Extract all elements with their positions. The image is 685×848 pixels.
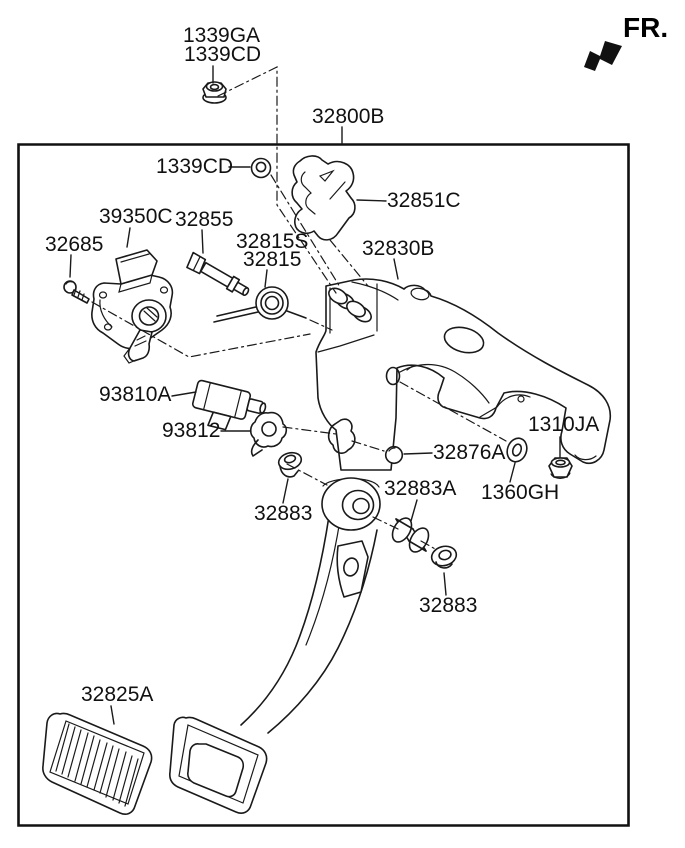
pivot-bushing-right [429,544,458,569]
part-label-32855: 32855 [175,208,234,231]
pivot-nut-1339cd [252,159,271,178]
part-label-93812: 93812 [162,419,221,442]
construction-lines [92,67,506,550]
hex-nut-1310 [549,458,572,478]
pedal-sensor-shape [92,250,173,363]
switch-grommet-shape [251,413,287,456]
return-spring-shape [214,287,306,322]
arm-tab [337,541,368,597]
diagram-frame [19,145,629,826]
part-label-1310JA: 1310JA [528,413,600,436]
part-label-1339CD: 1339CD [184,43,262,66]
spring-washer [504,435,530,464]
part-label-32830B: 32830B [362,237,435,260]
bracket-bolt-hole [387,368,400,385]
part-label-32685: 32685 [45,233,104,256]
flange-nut-1339 [203,82,226,103]
pivot-collar [389,515,433,556]
stopper-bracket-shape [292,156,355,240]
pedal-bracket-shape [316,279,610,470]
pedal-pad-ribs [56,724,138,806]
bracket-oval-cutout [442,323,487,357]
part-label-32883: 32883 [254,502,313,525]
part-label-1360GH: 1360GH [481,481,560,504]
fr-direction-label: FR. [623,12,669,43]
stop-lamp-switch-shape [189,380,269,438]
part-label-32851C: 32851C [387,189,461,212]
pedal-arm-shape [241,478,380,733]
stopper-pin-shape [185,253,251,300]
part-label-32815: 32815 [243,248,302,271]
pedal-pad-shape [43,713,152,814]
part-label-93810A: 93810A [99,383,172,406]
pivot-ball [386,447,403,464]
part-label-32800B: 32800B [312,105,385,128]
arm-tab-hole [342,556,360,577]
part-label-39350C: 39350C [99,205,173,228]
part-label-32883A: 32883A [384,477,457,500]
part-label-1339GA: 1339GA [183,24,261,47]
fr-arrow-icon [584,41,622,71]
part-label-1339CD-2: 1339CD [156,155,234,178]
leader-lines [70,66,560,724]
bracket-lobe-cutout [329,419,355,453]
part-label-32876A: 32876A [433,441,506,464]
part-label-32883-2: 32883 [419,594,478,617]
pivot-bushing-left [277,450,303,477]
mounting-bolt-shape [64,281,89,303]
part-label-32815S: 32815S [236,230,309,253]
part-label-32825A: 32825A [81,683,154,706]
pedal-plate-shape [170,717,267,813]
